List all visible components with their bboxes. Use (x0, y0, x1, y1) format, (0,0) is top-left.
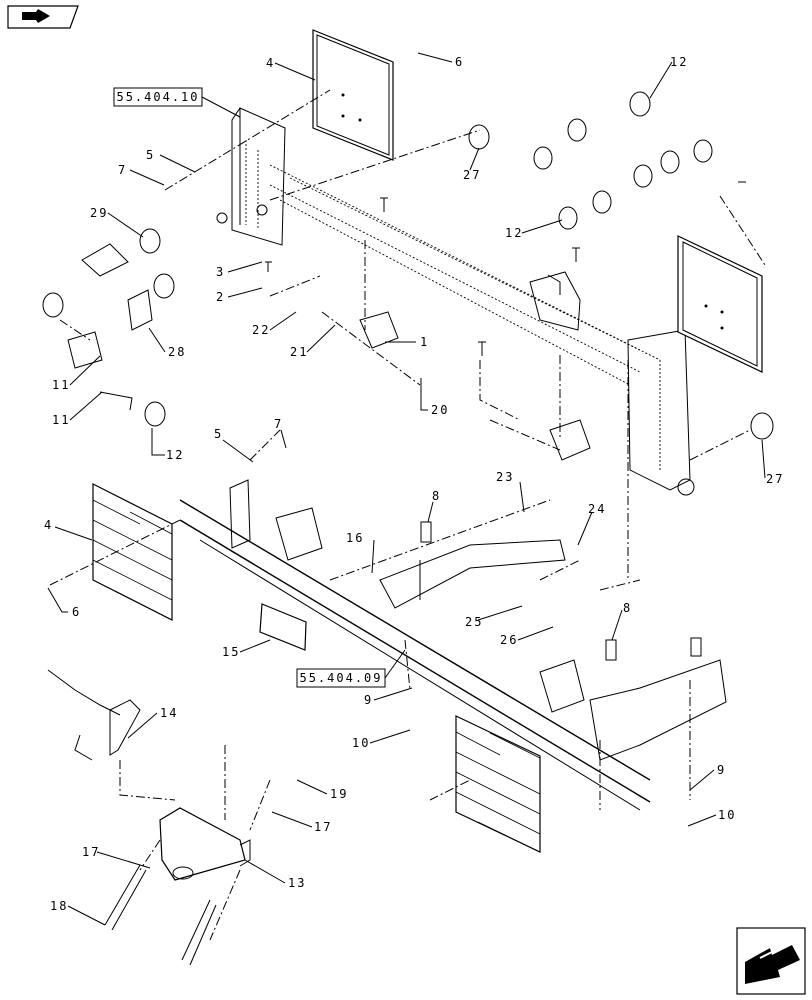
reference-box-lower[interactable]: 55.404.09 (296, 649, 406, 688)
callout-12-top: 12 (670, 55, 688, 69)
callout-12-mid: 12 (505, 226, 523, 240)
callout-17-left: 17 (82, 845, 100, 859)
callout-5-upper: 5 (146, 148, 155, 162)
callout-7-lower: 7 (274, 417, 283, 431)
callout-18: 18 (50, 899, 68, 913)
reference-label-lower: 55.404.09 (299, 671, 382, 685)
callout-leaders (47, 52, 766, 926)
callout-numbers: 4 6 12 5 7 27 29 12 3 2 22 21 1 28 11 11… (44, 55, 784, 913)
lower-assembly (47, 429, 727, 966)
callout-9-right: 9 (717, 763, 726, 777)
callout-1: 1 (420, 335, 429, 349)
callout-26: 26 (500, 633, 518, 647)
callout-12-left: 12 (166, 448, 184, 462)
callout-25: 25 (465, 615, 483, 629)
callout-19: 19 (330, 787, 348, 801)
reference-label-upper: 55.404.10 (116, 90, 199, 104)
callout-8-right: 8 (623, 601, 632, 615)
callout-15: 15 (222, 645, 240, 659)
next-page-arrow-icon[interactable] (736, 927, 806, 995)
callout-14: 14 (160, 706, 178, 720)
callout-11-lower: 11 (52, 413, 70, 427)
callout-7-upper: 7 (118, 163, 127, 177)
callout-5-lower: 5 (214, 427, 223, 441)
callout-8-left: 8 (432, 489, 441, 503)
callout-6-upper: 6 (455, 55, 464, 69)
callout-11-upper: 11 (52, 378, 70, 392)
upper-assembly (42, 29, 774, 580)
reference-box-upper[interactable]: 55.404.10 (113, 87, 241, 118)
callout-27-lower: 27 (766, 472, 784, 486)
callout-16: 16 (346, 531, 364, 545)
callout-29: 29 (90, 206, 108, 220)
callout-13: 13 (288, 876, 306, 890)
callout-28: 28 (168, 345, 186, 359)
callout-20: 20 (431, 403, 449, 417)
forward-navigation-icon[interactable] (7, 5, 79, 29)
callout-27-upper: 27 (463, 168, 481, 182)
callout-6-lower: 6 (72, 605, 81, 619)
callout-17-right: 17 (314, 820, 332, 834)
callout-2: 2 (216, 290, 225, 304)
callout-10-right: 10 (718, 808, 736, 822)
callout-9-left: 9 (364, 693, 373, 707)
callout-4-lower: 4 (44, 518, 53, 532)
callout-22: 22 (252, 323, 270, 337)
callout-4-upper: 4 (266, 56, 275, 70)
callout-3: 3 (216, 265, 225, 279)
callout-24: 24 (588, 502, 606, 516)
callout-10-left: 10 (352, 736, 370, 750)
callout-23: 23 (496, 470, 514, 484)
callout-21: 21 (290, 345, 308, 359)
